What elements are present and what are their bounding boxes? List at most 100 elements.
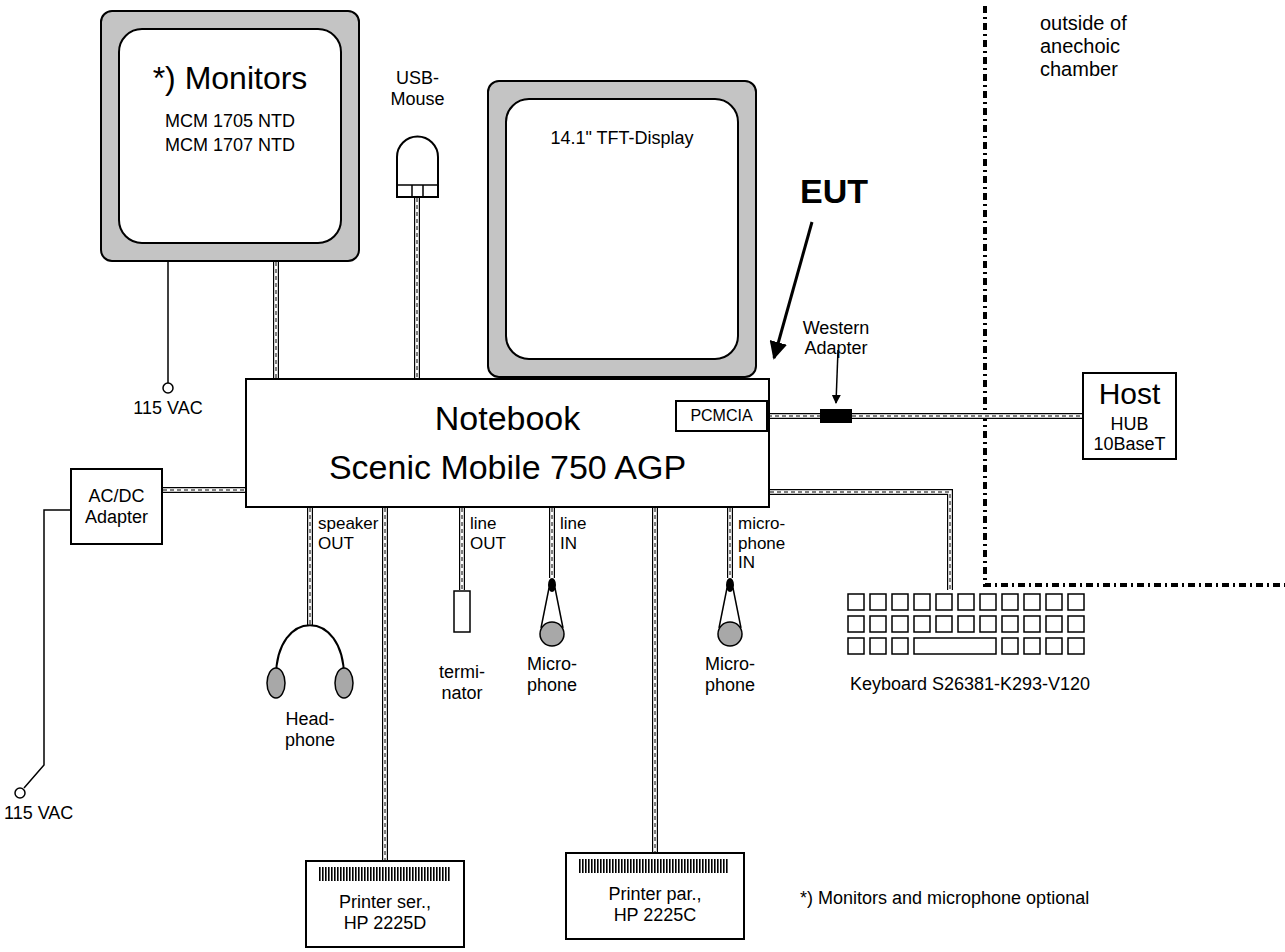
cable-outer	[652, 508, 658, 852]
card-slot-box: PCMCIA	[675, 400, 768, 432]
barcode-stripes	[319, 867, 451, 881]
stripe	[322, 867, 324, 881]
stripe	[343, 867, 345, 881]
cable-inner	[728, 508, 732, 578]
stripe	[663, 859, 665, 873]
stripe	[711, 859, 713, 873]
stripe	[346, 867, 348, 881]
cable-inner	[460, 508, 464, 590]
key	[1068, 638, 1084, 654]
chamber-boundary	[985, 6, 1285, 585]
stripe	[579, 859, 581, 873]
cable-core	[276, 262, 277, 378]
node-text: termi- nator	[435, 662, 490, 703]
stripe	[445, 867, 447, 881]
text-group: termi- nator	[427, 662, 497, 703]
stripe	[675, 859, 677, 873]
stripe	[331, 867, 333, 881]
stripe	[352, 867, 354, 881]
stripe	[370, 867, 372, 881]
stripe	[714, 859, 716, 873]
cable-outer	[768, 413, 820, 419]
stripe	[382, 867, 384, 881]
cable-inner	[768, 414, 820, 418]
monitor-box: *) MonitorsMCM 1705 NTDMCM 1707 NTD	[100, 10, 360, 262]
stripe	[340, 867, 342, 881]
node-text: MCM 1705 NTD	[165, 111, 295, 132]
terminator-drawing	[427, 590, 497, 635]
cable-core	[768, 416, 820, 417]
key	[1002, 638, 1018, 654]
cable-outer	[273, 262, 279, 378]
stripe	[726, 859, 728, 873]
cable-outer	[414, 198, 420, 378]
cable	[385, 508, 386, 860]
key	[958, 594, 974, 610]
cable	[552, 508, 553, 578]
cable-inner	[274, 262, 278, 378]
microphone-head	[718, 622, 742, 646]
node-text: Printer ser., HP 2225D	[325, 892, 445, 933]
stripe	[328, 867, 330, 881]
key	[1024, 638, 1040, 654]
screen-area: *) MonitorsMCM 1705 NTDMCM 1707 NTD	[118, 28, 342, 244]
text-group: *) MonitorsMCM 1705 NTDMCM 1707 NTD	[120, 30, 340, 156]
stripe	[666, 859, 668, 873]
key	[936, 616, 952, 632]
cable	[163, 490, 245, 491]
node-text: *) Monitors	[153, 60, 308, 97]
stripe	[612, 859, 614, 873]
stripe	[648, 859, 650, 873]
stripe	[418, 867, 420, 881]
stripe	[633, 859, 635, 873]
stripe	[582, 859, 584, 873]
headband	[276, 625, 344, 677]
stripe	[388, 867, 390, 881]
text-group: USB- Mouse	[375, 68, 460, 109]
key	[1046, 594, 1062, 610]
power-wire	[24, 510, 70, 788]
stripe	[385, 867, 387, 881]
key	[914, 594, 930, 610]
key	[848, 594, 864, 610]
node-text: AC/DC Adapter	[74, 486, 159, 527]
note-label: outside of anechoic chamber	[1040, 12, 1190, 81]
cable	[770, 492, 950, 590]
stripe	[325, 867, 327, 881]
key	[870, 616, 886, 632]
key	[870, 638, 886, 654]
cable	[852, 416, 1082, 417]
key	[1046, 616, 1062, 632]
key	[1002, 594, 1018, 610]
stripe	[684, 859, 686, 873]
stripe	[645, 859, 647, 873]
stripe	[421, 867, 423, 881]
text-group: Printer par., HP 2225C	[595, 884, 715, 925]
notebook-box: NotebookScenic Mobile 750 AGPPCMCIA	[245, 378, 770, 508]
keyboard-drawing	[844, 590, 1096, 662]
cable-outer	[382, 508, 388, 860]
mouse-buttons	[397, 185, 438, 197]
key	[1046, 638, 1062, 654]
stripe	[334, 867, 336, 881]
stripe	[349, 867, 351, 881]
stripe	[621, 859, 623, 873]
key	[1002, 616, 1018, 632]
stripe	[597, 859, 599, 873]
key	[1024, 594, 1040, 610]
stripe	[373, 867, 375, 881]
stripe	[681, 859, 683, 873]
port-label: line OUT	[470, 514, 515, 553]
cable-core	[552, 508, 553, 578]
cable-outer	[770, 492, 950, 590]
stripe	[687, 859, 689, 873]
cable-core	[852, 416, 1082, 417]
cable-outer	[549, 508, 555, 578]
cable-outer	[459, 508, 465, 590]
cable-core	[310, 508, 311, 625]
stripe	[355, 867, 357, 881]
node-text: USB- Mouse	[388, 68, 448, 109]
stripe	[600, 859, 602, 873]
